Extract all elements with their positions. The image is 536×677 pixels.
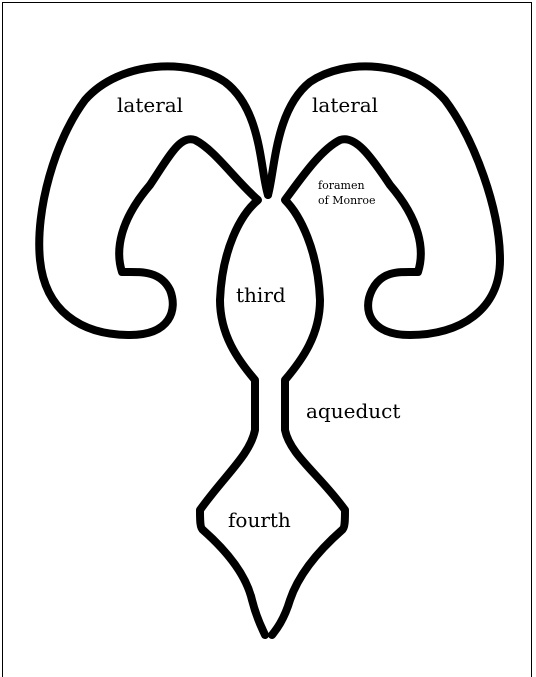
label-foramen-line1: foramen <box>318 179 365 192</box>
label-lateral-left: lateral <box>117 93 183 117</box>
left-lateral-ventricle-outline <box>39 66 268 635</box>
right-lateral-ventricle-outline <box>268 66 500 635</box>
label-fourth: fourth <box>228 508 291 532</box>
label-third: third <box>236 283 286 307</box>
label-aqueduct: aqueduct <box>306 399 400 423</box>
label-lateral-right: lateral <box>312 93 378 117</box>
label-foramen-line2: of Monroe <box>318 194 376 207</box>
